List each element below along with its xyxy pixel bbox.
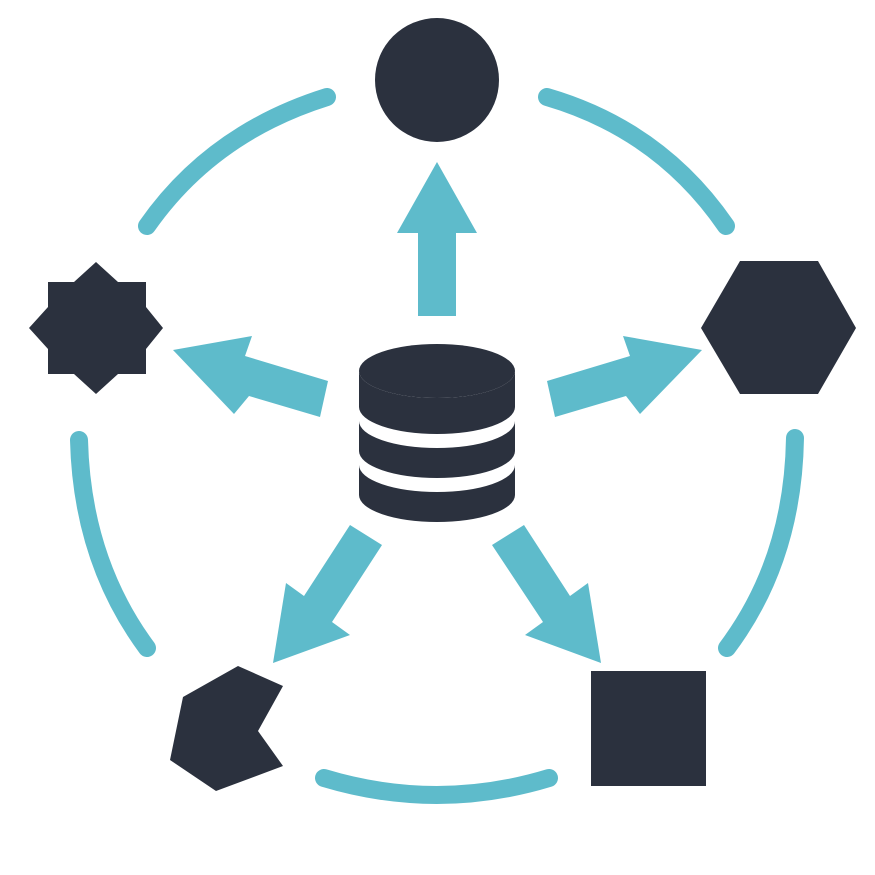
square-icon <box>591 671 706 786</box>
ring-arc-left <box>70 431 156 657</box>
hexagon-icon <box>701 261 856 394</box>
ring-arc-bottom <box>315 769 558 804</box>
outer-nodes <box>29 18 856 791</box>
arrow-to-star <box>173 336 328 417</box>
ring-arc-right <box>718 429 804 657</box>
outer-ring <box>70 88 804 804</box>
database-icon <box>359 344 515 522</box>
arrow-to-hexagon <box>547 336 702 417</box>
circle-icon <box>375 18 499 142</box>
notched-pentagon-icon <box>170 666 283 791</box>
arrow-to-pentagon <box>273 525 382 663</box>
arrow-to-circle <box>397 162 477 316</box>
ring-arc-top-left <box>138 88 336 235</box>
arrows <box>173 162 702 663</box>
ring-arc-top-right <box>538 88 735 235</box>
arrow-to-square <box>492 525 601 663</box>
star-burst-icon <box>29 262 163 394</box>
